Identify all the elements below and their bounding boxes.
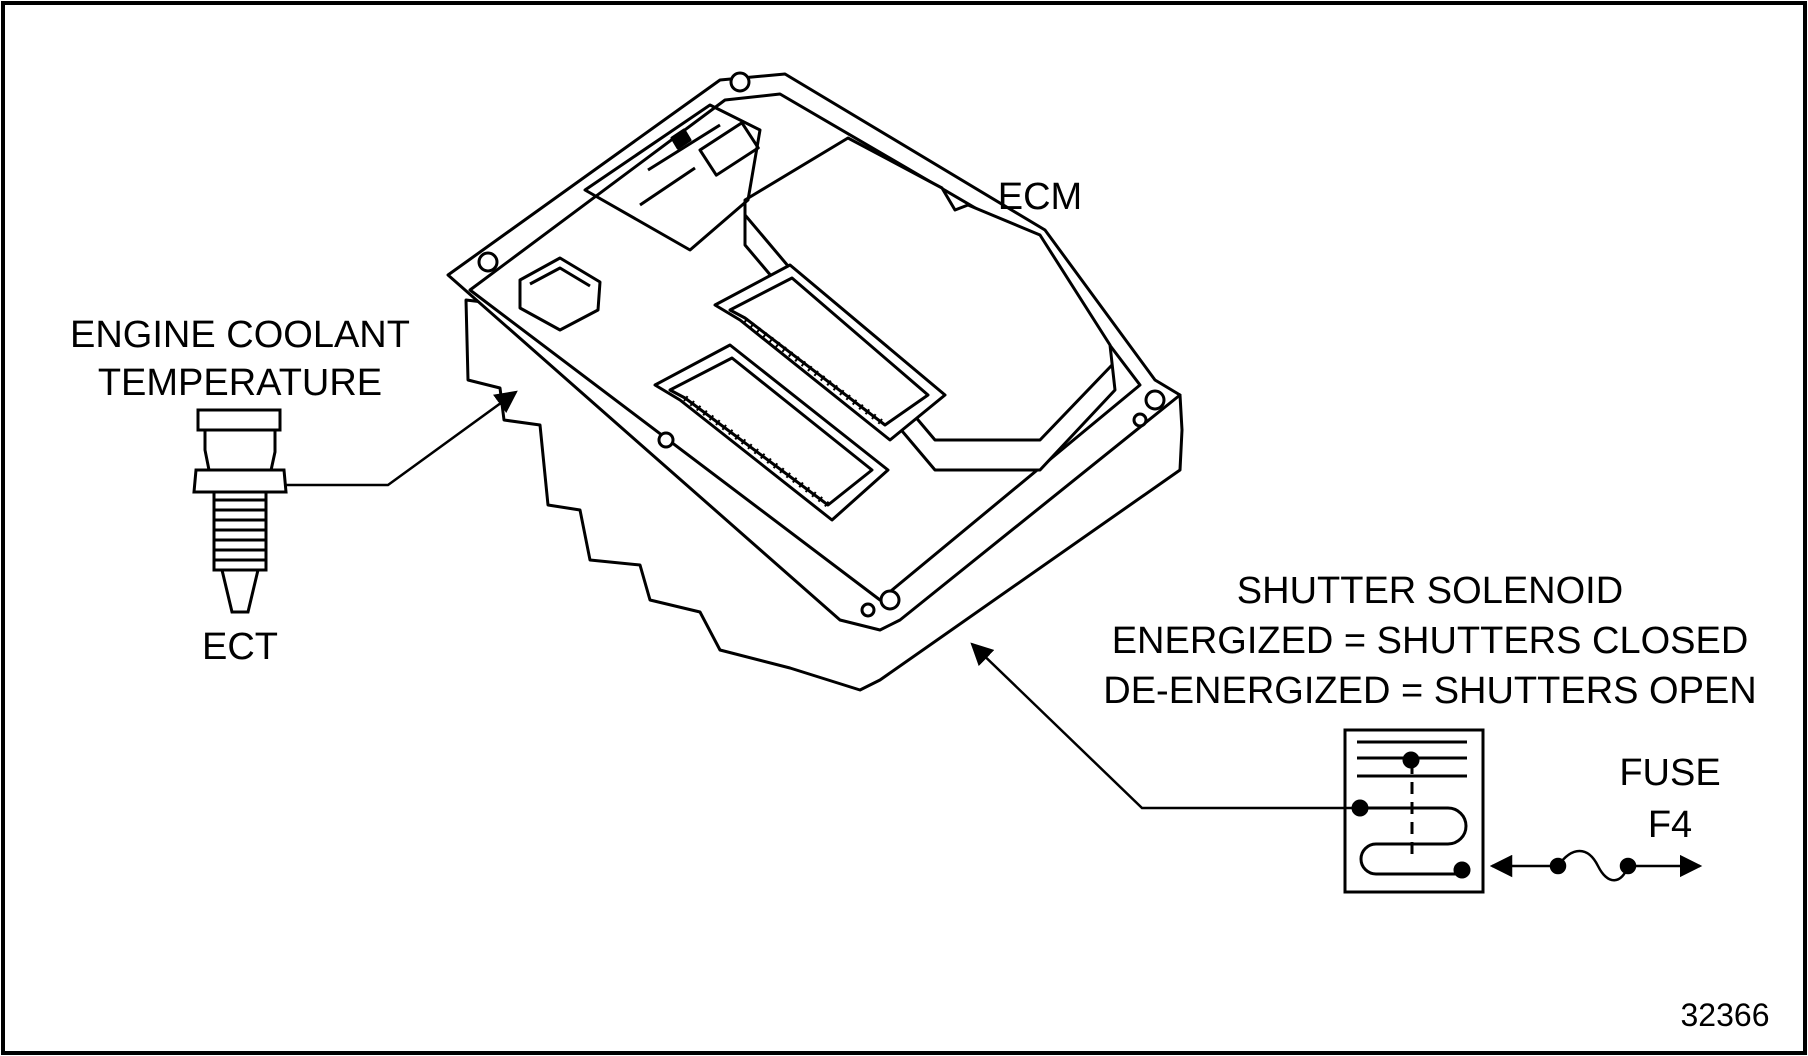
solenoid-energized-note: ENERGIZED = SHUTTERS CLOSED	[1111, 620, 1749, 662]
ect-title-line1: ENGINE COOLANT	[70, 314, 410, 356]
fuse-f4-line	[1489, 849, 1703, 882]
ect-short-label: ECT	[202, 626, 278, 668]
solenoid-deenergized-note: DE-ENERGIZED = SHUTTERS OPEN	[1103, 670, 1757, 712]
ecm-label: ECM	[997, 176, 1083, 218]
ect-connection-arrow	[284, 390, 518, 487]
shutter-solenoid-symbol	[1343, 728, 1485, 894]
ect-title-line2: TEMPERATURE	[97, 362, 383, 404]
fuse-label-line2: F4	[1647, 804, 1693, 846]
solenoid-title: SHUTTER SOLENOID	[1236, 570, 1624, 612]
solenoid-connection-arrow	[970, 642, 1360, 810]
fuse-label-line1: FUSE	[1619, 752, 1721, 794]
ect-sensor	[192, 408, 288, 614]
figure-number: 32366	[1680, 997, 1770, 1033]
ecm-module	[446, 71, 1184, 692]
